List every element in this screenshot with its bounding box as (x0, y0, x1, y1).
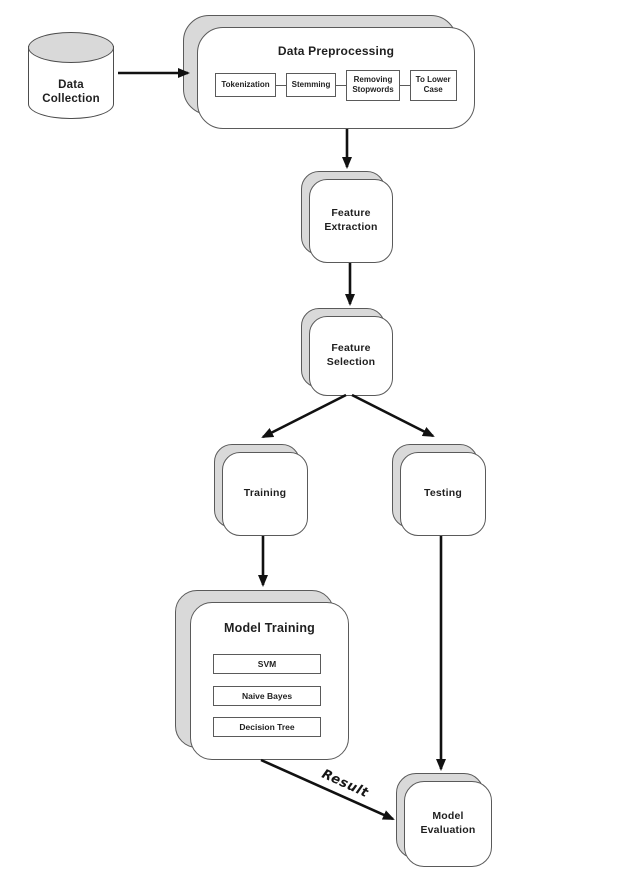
arrow-feature-selection-to-training (261, 393, 347, 439)
feature-extraction-label: Feature Extraction (309, 179, 393, 263)
node-testing: Testing (392, 444, 486, 536)
cylinder-top-ellipse (28, 32, 114, 63)
node-training: Training (214, 444, 308, 536)
model-evaluation-label: Model Evaluation (404, 781, 492, 867)
node-data-collection: Data Collection (28, 32, 114, 120)
model-decision-tree: Decision Tree (213, 717, 321, 738)
step-tokenization: Tokenization (215, 73, 276, 98)
model-training-title: Model Training (224, 621, 315, 635)
step-to-lower-case: To Lower Case (409, 70, 457, 101)
node-data-preprocessing: Data Preprocessing Tokenization Stemming… (197, 27, 475, 129)
model-training-face: Model Training SVM Naive Bayes Decision … (190, 602, 349, 760)
training-label: Training (222, 452, 308, 536)
feature-selection-label: Feature Selection (309, 316, 393, 396)
data-preprocessing-title: Data Preprocessing (277, 44, 395, 58)
result-edge-label: Result (319, 766, 371, 802)
step-removing-stopwords: Removing Stopwords (346, 70, 400, 101)
preprocessing-steps-row: Tokenization Stemming Removing Stopwords… (198, 70, 474, 101)
node-model-evaluation: Model Evaluation (396, 773, 492, 867)
data-collection-label: Data Collection (42, 79, 100, 106)
testing-label: Testing (400, 452, 486, 536)
arrow-feature-selection-to-testing (351, 393, 435, 438)
model-naive-bayes: Naive Bayes (213, 686, 321, 707)
node-feature-selection: Feature Selection (301, 308, 393, 396)
step-connector (275, 84, 286, 86)
node-model-training: Model Training SVM Naive Bayes Decision … (175, 590, 349, 760)
step-connector (336, 84, 347, 86)
model-svm: SVM (213, 654, 321, 675)
node-feature-extraction: Feature Extraction (301, 171, 393, 263)
step-connector (399, 84, 410, 86)
step-stemming: Stemming (285, 73, 337, 98)
